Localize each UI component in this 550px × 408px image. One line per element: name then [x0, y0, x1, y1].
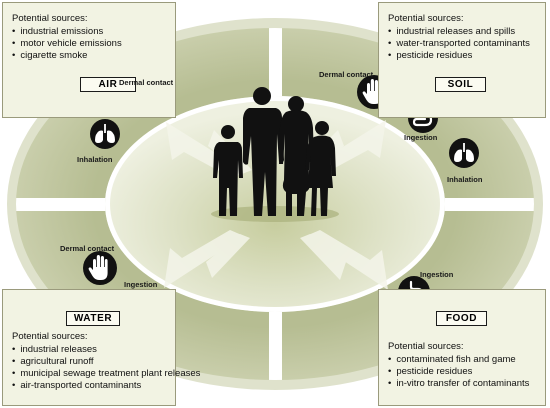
food-tag: FOOD [436, 311, 487, 326]
water-ingestion-label: Ingestion [124, 280, 158, 289]
food-sources-box: Potential sources: contaminated fish and… [378, 289, 546, 406]
list-item: cigarette smoke [12, 50, 175, 62]
lungs-icon [454, 143, 474, 162]
soil-sources-heading: Potential sources: [388, 13, 464, 24]
list-item: in-vitro transfer of contaminants [388, 378, 545, 390]
food-sources-heading: Potential sources: [388, 341, 464, 352]
air-sources-list: industrial emissions motor vehicle emiss… [12, 26, 175, 62]
water-dermal-label: Dermal contact [60, 244, 115, 253]
water-sources-heading: Potential sources: [12, 331, 88, 342]
water-sources-list: industrial releases agricultural runoff … [12, 344, 200, 392]
icon-air-inhalation [90, 119, 120, 149]
air-sources-heading: Potential sources: [12, 13, 88, 24]
list-item: contaminated fish and game [388, 354, 545, 366]
air-inhalation-label: Inhalation [77, 155, 113, 164]
list-item: water-transported contaminants [388, 38, 545, 50]
water-sources-box: Potential sources: industrial releases a… [2, 289, 200, 406]
air-dermal-label: Dermal contact [119, 78, 174, 87]
water-tag: WATER [66, 311, 120, 326]
soil-inhalation-label: Inhalation [447, 175, 483, 184]
icon-soil-inhalation [449, 138, 479, 168]
list-item: motor vehicle emissions [12, 38, 175, 50]
soil-dermal-label: Dermal contact [319, 70, 374, 79]
family-silhouette [213, 87, 336, 216]
air-sources-box: Potential sources: industrial emissions … [2, 2, 176, 118]
lungs-icon [95, 124, 115, 143]
soil-sources-list: industrial releases and spills water-tra… [388, 26, 545, 62]
air-tag: AIR [80, 77, 136, 92]
list-item: agricultural runoff [12, 356, 175, 368]
soil-sources-box: Potential sources: industrial releases a… [378, 2, 546, 118]
list-item: industrial releases [12, 344, 175, 356]
list-item: air-transported contaminants [12, 380, 175, 392]
icon-water-dermal [83, 251, 117, 285]
soil-tag: SOIL [435, 77, 486, 92]
list-item: municipal sewage treatment plant release… [12, 368, 200, 380]
food-sources-list: contaminated fish and game pesticide res… [388, 354, 545, 390]
hand-icon [362, 79, 382, 104]
hand-icon [88, 255, 108, 280]
list-item: industrial releases and spills [388, 26, 545, 38]
soil-ingestion-label: Ingestion [404, 133, 438, 142]
list-item: pesticide residues [388, 366, 545, 378]
food-ingestion-label: Ingestion [420, 270, 454, 279]
list-item: industrial emissions [12, 26, 175, 38]
list-item: pesticide residues [388, 50, 545, 62]
